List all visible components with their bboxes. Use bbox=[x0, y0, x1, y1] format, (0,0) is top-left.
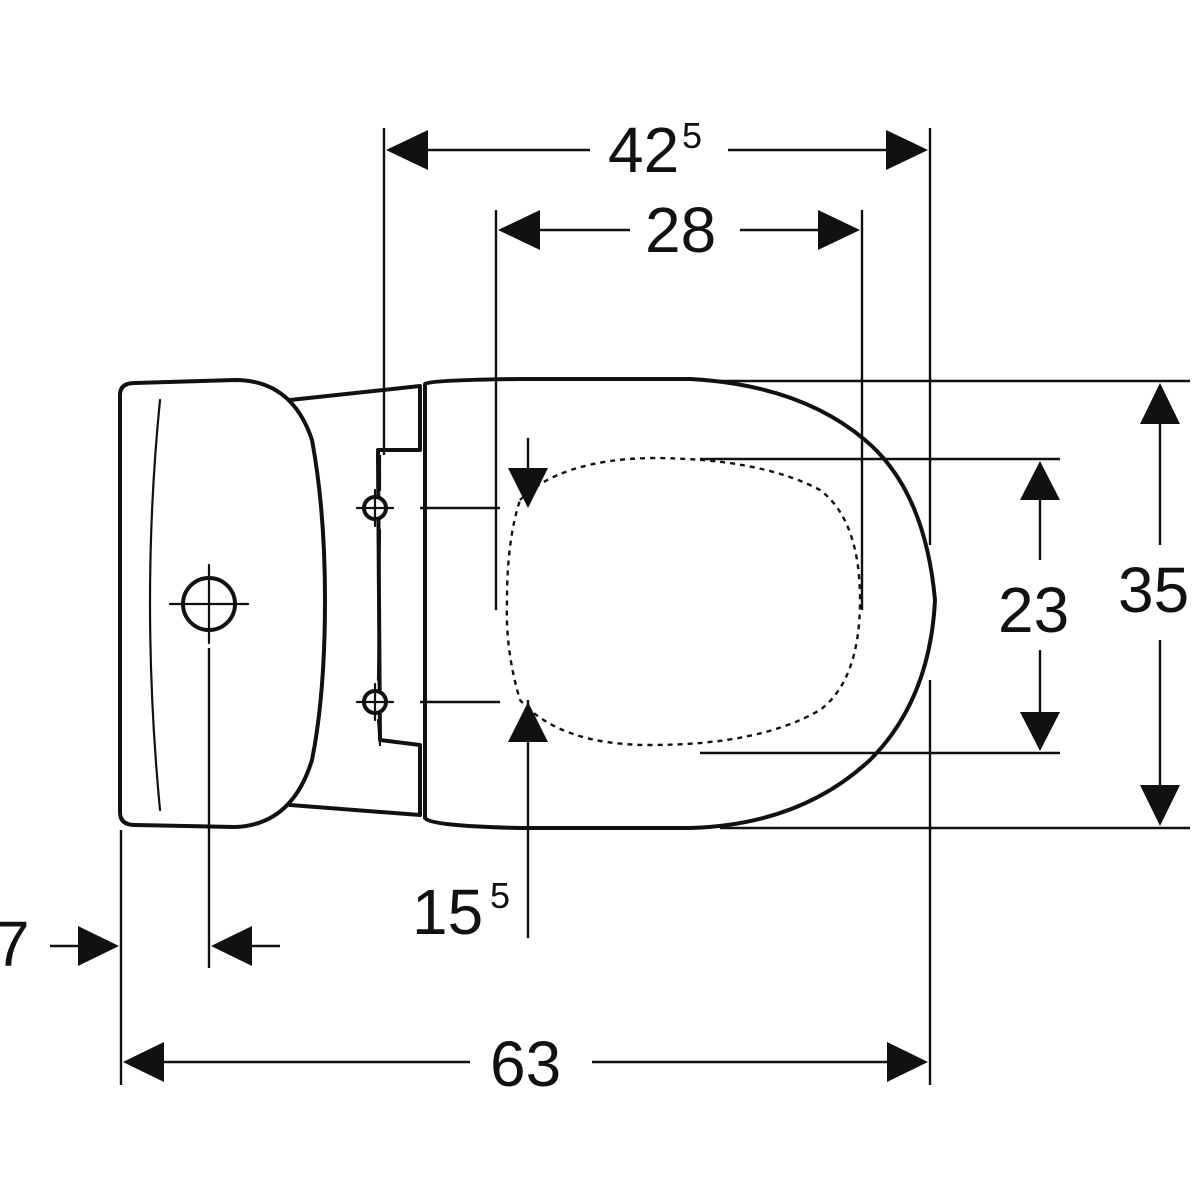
tank-front-curve bbox=[148, 398, 162, 812]
seat-opening-dashed bbox=[505, 456, 862, 747]
dimension-tank-inset-value: 7 bbox=[0, 908, 30, 980]
dimension-hinge-offset-value: 15 bbox=[412, 876, 483, 948]
flush-button bbox=[168, 563, 250, 645]
hinge-plate bbox=[376, 454, 382, 747]
seat-outline bbox=[423, 377, 937, 830]
hinge-hole-top bbox=[355, 488, 395, 528]
toilet-outline bbox=[118, 377, 937, 830]
dimension-overall-top: 42 5 bbox=[386, 114, 928, 186]
dimension-overall-top-value: 42 bbox=[608, 114, 679, 186]
dimension-inner-depth-value: 23 bbox=[998, 574, 1069, 646]
dimension-seat-width-value: 28 bbox=[645, 194, 716, 266]
dimension-inner-depth: 23 bbox=[998, 461, 1069, 751]
dimension-hinge-offset-superscript: 5 bbox=[490, 875, 510, 916]
dimension-tank-inset: 7 bbox=[0, 908, 280, 980]
dimension-seat-width: 28 bbox=[498, 194, 860, 266]
dimension-hinge-offset: 15 5 bbox=[412, 438, 548, 948]
dimension-overall-depth: 35 bbox=[1118, 383, 1189, 826]
dimension-overall-depth-value: 35 bbox=[1118, 554, 1189, 626]
extension-lines bbox=[119, 128, 1190, 1085]
dimension-overall-length-value: 63 bbox=[490, 1028, 561, 1100]
hinge-hole-bottom bbox=[355, 682, 395, 722]
dimension-overall-top-superscript: 5 bbox=[682, 115, 702, 156]
dimension-overall-length: 63 bbox=[123, 1028, 928, 1100]
